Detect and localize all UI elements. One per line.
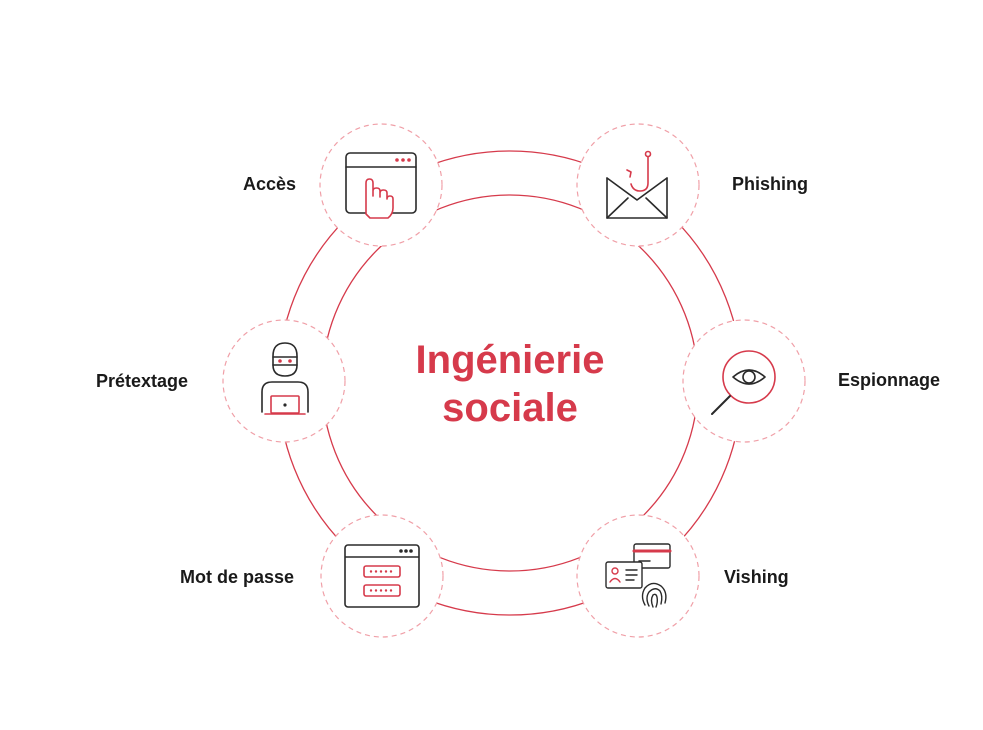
node-phishing-circle <box>576 123 700 247</box>
node-espionnage-label: Espionnage <box>838 370 940 390</box>
node-mot-de-passe-label: Mot de passe <box>180 567 294 587</box>
hacker-laptop-icon <box>261 342 309 415</box>
node-mot-de-passe-circle <box>320 514 444 638</box>
node-pretextage-circle <box>222 319 346 443</box>
password-form-icon <box>344 544 420 608</box>
browser-click-icon <box>345 152 417 219</box>
center-title-line-1: Ingénierie <box>416 338 605 382</box>
node-pretextage: Prétextage <box>96 319 346 443</box>
node-acces: Accès <box>243 123 443 247</box>
id-card-fingerprint-icon <box>605 543 672 608</box>
node-acces-label: Accès <box>243 174 296 194</box>
center-title-line-2: sociale <box>442 386 578 430</box>
node-acces-circle <box>319 123 443 247</box>
center-title: Ingénierie sociale <box>416 338 605 430</box>
node-phishing: Phishing <box>576 123 808 247</box>
node-espionnage: Espionnage <box>682 319 940 443</box>
node-phishing-label: Phishing <box>732 174 808 194</box>
node-vishing: Vishing <box>576 514 789 638</box>
node-pretextage-label: Prétextage <box>96 371 188 391</box>
node-vishing-label: Vishing <box>724 567 789 587</box>
envelope-hook-icon <box>606 150 668 219</box>
node-mot-de-passe: Mot de passe <box>180 514 444 638</box>
magnifier-eye-icon <box>711 350 776 415</box>
